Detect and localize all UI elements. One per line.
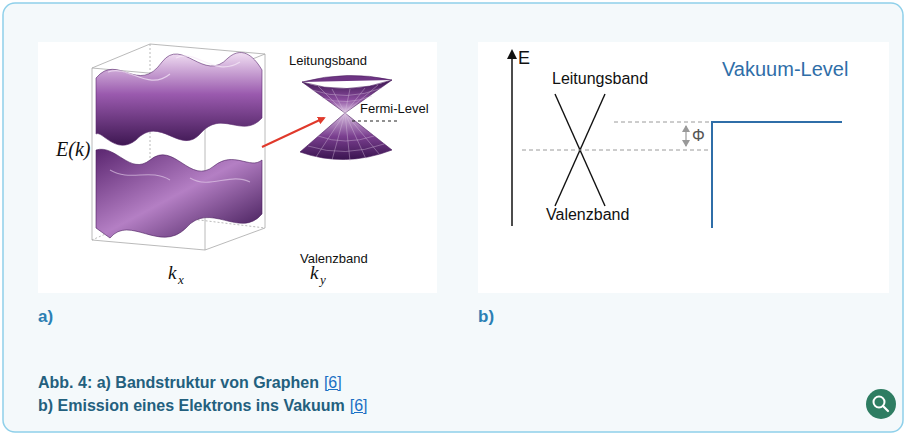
figure-caption: b) Emission eines Elektrons ins Vakuum bbox=[38, 396, 345, 415]
band-label: Leitungsband bbox=[289, 54, 367, 69]
axis-label: E bbox=[518, 48, 530, 69]
level-label: Fermi-Level bbox=[360, 102, 429, 117]
caption-line: Abb. 4: a) Bandstruktur von Graphen [6] bbox=[38, 373, 342, 392]
axis-subscript: x bbox=[178, 273, 184, 288]
caption-line: b) Emission eines Elektrons ins Vakuum [6… bbox=[38, 396, 368, 415]
level-label: Vakuum-Level bbox=[722, 58, 848, 81]
axis-label: k bbox=[168, 262, 176, 284]
work-function-symbol: Φ bbox=[692, 127, 705, 145]
band-label: Valenzband bbox=[300, 252, 368, 267]
panel-tag: b) bbox=[478, 307, 494, 327]
figure-caption: Abb. 4: a) Bandstruktur von Graphen bbox=[38, 373, 319, 392]
band-label: Valenzband bbox=[546, 206, 629, 224]
band-label: Leitungsband bbox=[552, 70, 648, 88]
panel-tag: a) bbox=[38, 307, 53, 327]
axis-subscript: y bbox=[320, 273, 326, 288]
reference-link: [6] bbox=[350, 396, 368, 415]
axis-label: E(k) bbox=[56, 138, 90, 161]
reference-link: [6] bbox=[324, 373, 342, 392]
